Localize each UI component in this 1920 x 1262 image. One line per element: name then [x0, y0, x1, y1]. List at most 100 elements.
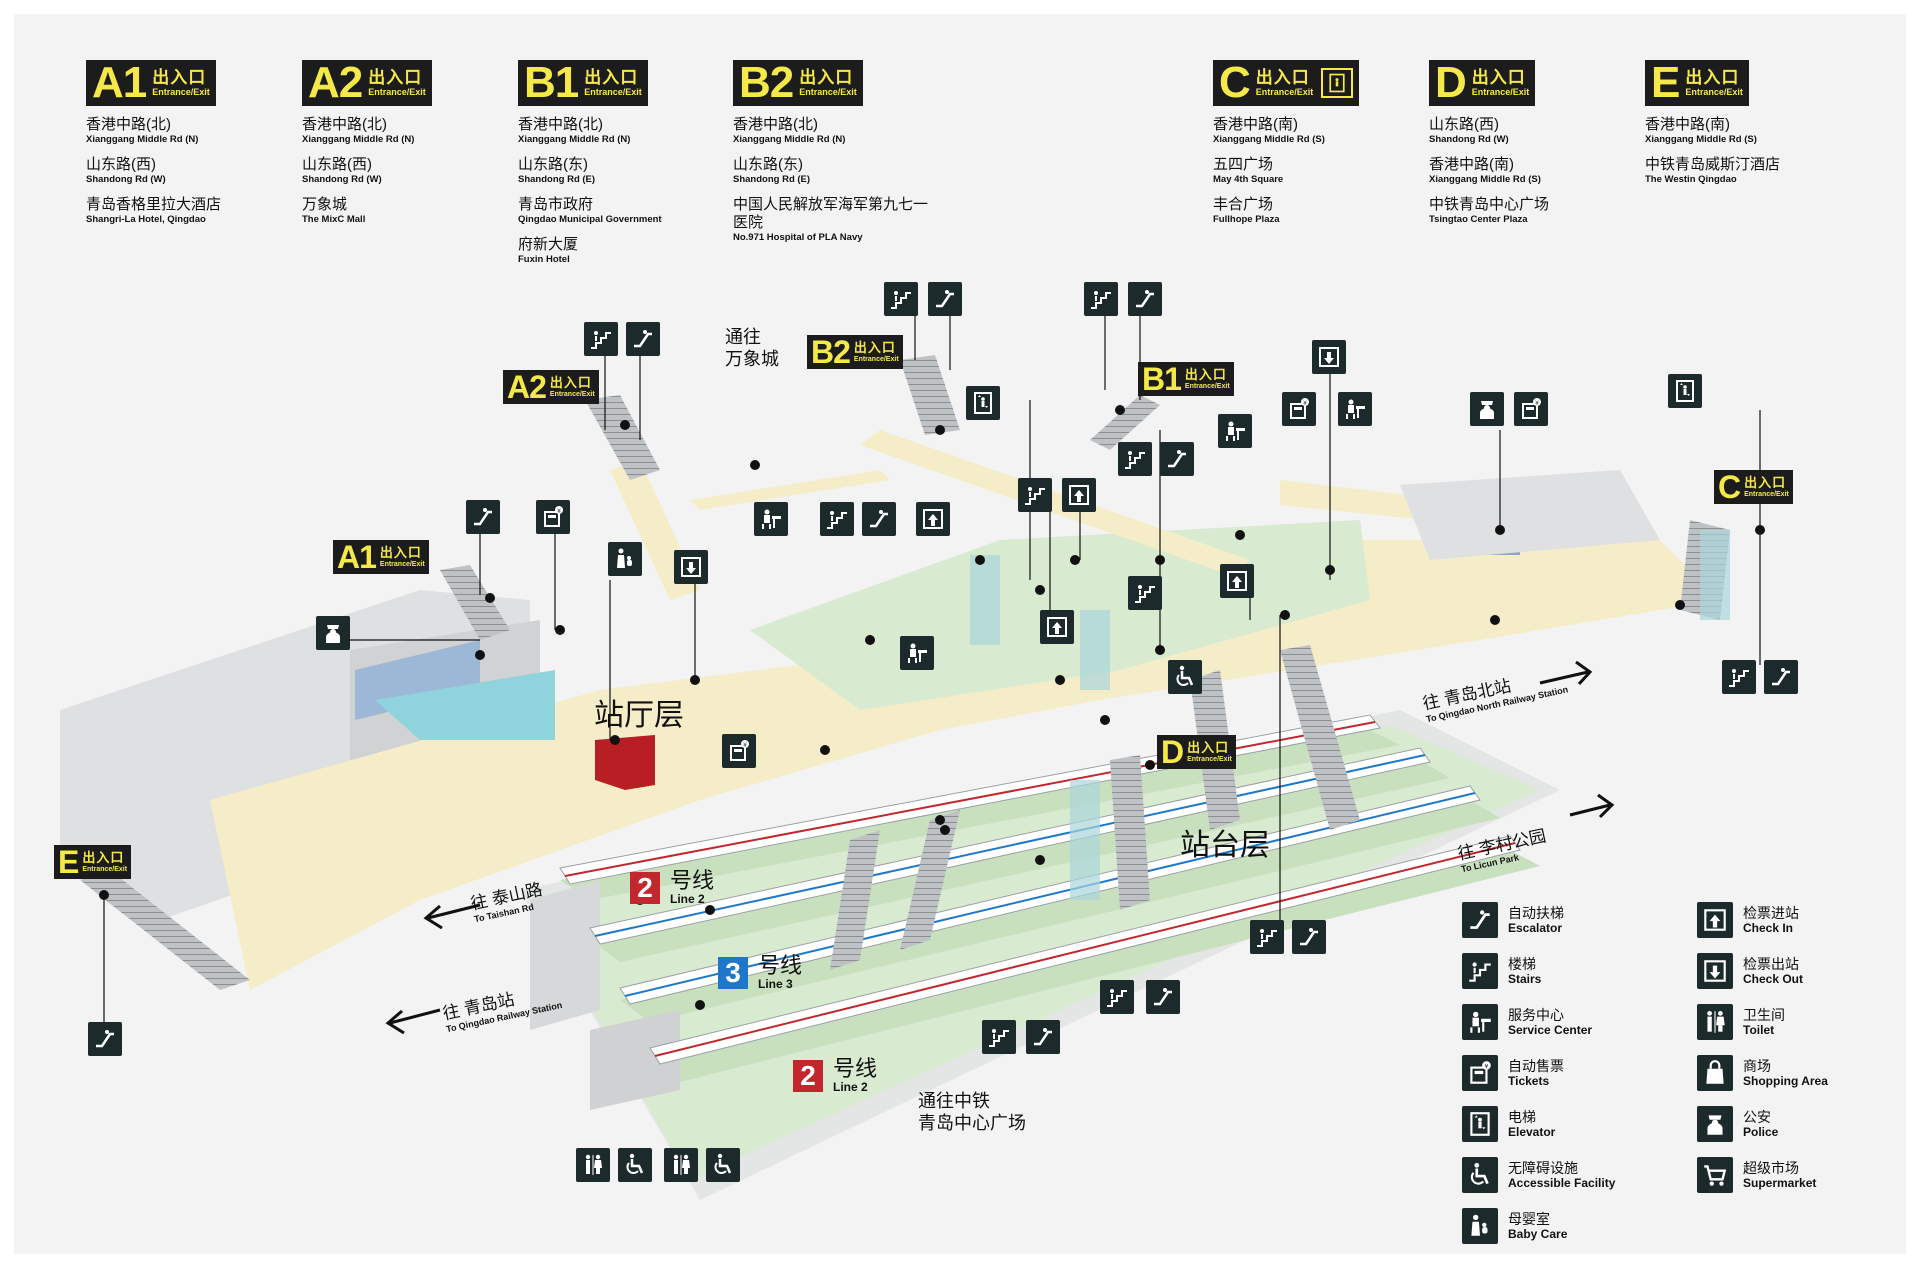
exit-label-cn: 出入口: [152, 68, 207, 87]
exit-label-cn: 出入口: [1255, 68, 1310, 87]
destination-cn: 山东路(西): [86, 156, 156, 173]
legend-cn: 超级市场: [1743, 1160, 1799, 1176]
check-out-icon: [1312, 340, 1346, 374]
accessible-icon: [1168, 660, 1202, 694]
escalator-icon: [1292, 920, 1326, 954]
destination-en: Xianggang Middle Rd (N): [733, 134, 846, 145]
service-center-icon: [1338, 392, 1372, 426]
map-exit-cn: 出入口: [1184, 367, 1227, 382]
destination-en: Xianggang Middle Rd (N): [518, 134, 631, 145]
ticket-machine-icon: ¥: [1462, 1055, 1498, 1091]
exit-id: E: [1651, 58, 1680, 107]
elevator-icon: [966, 386, 1000, 420]
exit-label-en: Entrance/Exit: [368, 87, 426, 97]
line-badge-en: Line 2: [833, 1080, 868, 1094]
legend-cn: 自动扶梯: [1508, 905, 1564, 921]
destination-cn: 府新大厦: [518, 236, 579, 253]
accessible-icon: [706, 1148, 740, 1182]
legend-cn: 母婴室: [1508, 1211, 1550, 1227]
exit-destination: 中铁青岛威斯汀酒店 The Westin Qingdao: [1645, 156, 1845, 186]
legend-cn: 检票进站: [1743, 905, 1799, 921]
escalator-icon: [1462, 902, 1498, 938]
service-center-icon: [1462, 1004, 1498, 1040]
map-exit-id: B1: [1142, 361, 1182, 397]
escalator-icon: [466, 500, 500, 534]
map-exit-en: Entrance/Exit: [853, 356, 899, 363]
exit-label-cn: 出入口: [799, 68, 854, 87]
destination-en: Xianggang Middle Rd (N): [86, 134, 199, 145]
toilet-icon: [664, 1148, 698, 1182]
exit-destination: 丰合广场 Fullhope Plaza: [1213, 196, 1413, 226]
check-in-icon: [1062, 478, 1096, 512]
destination-en: No.971 Hospital of PLA Navy: [733, 232, 863, 243]
exit-header-b1: B1 出入口 Entrance/Exit 香港中路(北) Xianggang M…: [518, 60, 718, 266]
exit-label-en: Entrance/Exit: [799, 87, 857, 97]
ticket-machine-icon: ¥: [722, 734, 756, 768]
legend-en: Supermarket: [1743, 1176, 1817, 1190]
line-badge-cn: 号线: [833, 1056, 878, 1081]
exit-header-c: C 出入口 Entrance/Exit 香港中路(南) Xianggang Mi…: [1213, 60, 1413, 226]
ticket-machine-icon: ¥: [1514, 392, 1548, 426]
legend-en: Elevator: [1508, 1125, 1556, 1139]
legend-en: Shopping Area: [1743, 1074, 1828, 1088]
legend-en: Accessible Facility: [1508, 1176, 1616, 1190]
exit-label-en: Entrance/Exit: [1471, 87, 1530, 97]
check-in-icon: [1220, 564, 1254, 598]
map-exit-id: B2: [811, 334, 851, 370]
legend-en: Check In: [1743, 921, 1794, 935]
legend-cn: 商场: [1743, 1058, 1771, 1074]
exit-destination: 山东路(西) Shandong Rd (W): [86, 156, 286, 186]
line-badge-num: 2: [630, 872, 660, 904]
exit-label-en: Entrance/Exit: [1255, 87, 1314, 97]
legend-en: Stairs: [1508, 972, 1542, 986]
destination-cn: 中铁青岛中心广场: [1429, 196, 1550, 213]
check-out-icon: [1697, 953, 1733, 989]
map-exit-id: A2: [507, 369, 547, 405]
destination-cn: 香港中路(北): [302, 116, 387, 133]
exit-destination: 香港中路(南) Xianggang Middle Rd (S): [1429, 156, 1629, 186]
svg-text:¥: ¥: [557, 508, 561, 515]
legend-en: Toilet: [1743, 1023, 1775, 1037]
line-badge-en: Line 3: [758, 977, 793, 991]
destination-cn: 山东路(西): [1429, 116, 1499, 133]
map-exit-en: Entrance/Exit: [1184, 383, 1230, 390]
elevator-icon: [1668, 374, 1702, 408]
shopping-icon: [1697, 1055, 1733, 1091]
baby-care-icon: [1462, 1208, 1498, 1244]
exit-badge: B2 出入口 Entrance/Exit: [733, 60, 863, 106]
exit-destination: 山东路(西) Shandong Rd (W): [1429, 116, 1629, 146]
destination-cn: 丰合广场: [1213, 196, 1274, 213]
exit-destination: 中铁青岛中心广场 Tsingtao Center Plaza: [1429, 196, 1629, 226]
exit-destination: 山东路(西) Shandong Rd (W): [302, 156, 502, 186]
destination-cn: 香港中路(南): [1429, 156, 1514, 173]
map-exit-en: Entrance/Exit: [82, 866, 128, 873]
destination-en: Xianggang Middle Rd (S): [1213, 134, 1325, 145]
destination-cn: 万象城: [302, 196, 348, 213]
map-exit-id: E: [58, 844, 79, 880]
exit-label-cn: 出入口: [368, 68, 423, 87]
arrow-taishan: [423, 903, 481, 930]
exit-header-a1: A1 出入口 Entrance/Exit 香港中路(北) Xianggang M…: [86, 60, 286, 226]
map-exit-cn: 出入口: [853, 340, 896, 355]
service-center-icon: [754, 502, 788, 536]
destination-cn: 香港中路(北): [518, 116, 603, 133]
stairs-icon: [982, 1020, 1016, 1054]
map-exit-cn: 出入口: [82, 850, 125, 865]
exit-destination: 万象城 The MixC Mall: [302, 196, 502, 226]
exit-destination: 中国人民解放军海军第九七一医院 No.971 Hospital of PLA N…: [733, 196, 933, 244]
to-mixc-line1: 通往: [725, 327, 761, 347]
exit-destination: 香港中路(北) Xianggang Middle Rd (N): [733, 116, 933, 146]
destination-cn: 香港中路(南): [1645, 116, 1730, 133]
arrow-qingdao-station: [385, 1008, 441, 1035]
stairs-icon: [1100, 980, 1134, 1014]
escalator-icon: [1026, 1020, 1060, 1054]
